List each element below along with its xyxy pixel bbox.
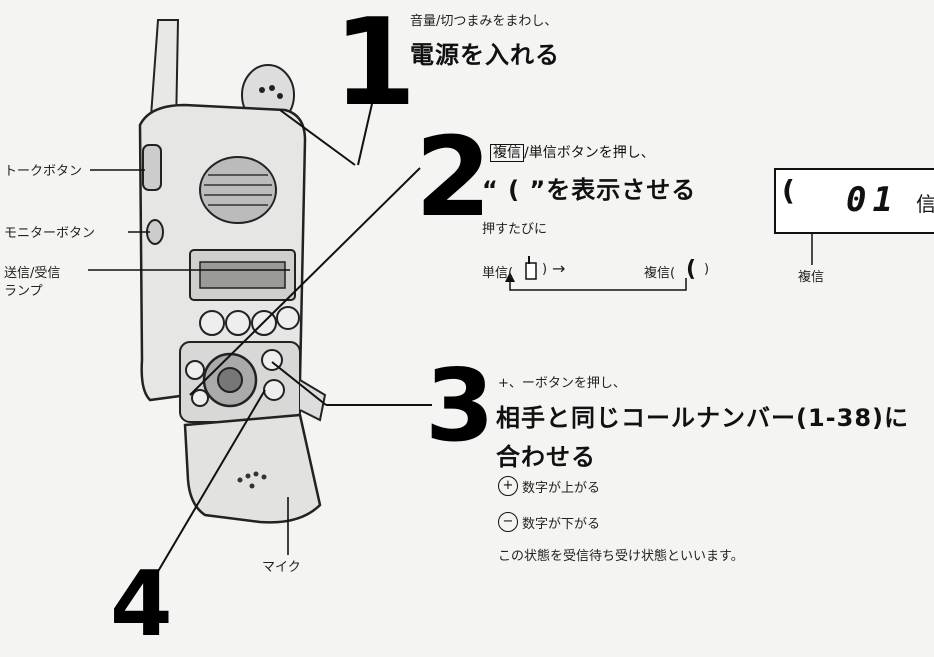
device-illustration <box>88 19 813 586</box>
step-3-line2: 相手と同じコールナンバー(1-38)に <box>496 404 909 432</box>
step-2-cycle-duplex-close: ) <box>704 262 710 277</box>
channel-digits: 01 <box>846 180 899 220</box>
step-1-line1: 音量/切つまみをまわし、 <box>410 14 558 29</box>
step-3-line1: +、ーボタンを押し、 <box>498 376 626 391</box>
tx-rx-lamp-label-line1: 送信/受信 <box>4 266 61 281</box>
step-2-cycle-arrow: → <box>552 259 566 278</box>
minus-icon: − <box>498 512 518 532</box>
step-2-line1: 複信/単信ボタンを押し、 <box>490 142 655 162</box>
display-caption: 複信 <box>798 270 825 285</box>
minus-description: 数字が下がる <box>522 517 601 532</box>
step-2-cycle-simplex-close: ) <box>542 262 548 277</box>
phone-handset-icon: ( <box>782 174 795 207</box>
step-3-line3: 合わせる <box>496 443 596 471</box>
step-2-cycle-caption: 押すたびに <box>482 222 548 237</box>
step-4-number: 4 <box>110 552 173 657</box>
duplex-button-label: 複信 <box>490 144 524 162</box>
step-2-number: 2 <box>415 113 492 241</box>
step-3-number: 3 <box>425 347 495 464</box>
step-2-line1-rest: /単信ボタンを押し、 <box>524 145 655 161</box>
phone-handset-icon: ( <box>686 257 697 282</box>
monitor-button-label: モニターボタン <box>4 226 96 241</box>
step-2-line2: “ ( ”を表示させる <box>482 176 697 204</box>
talk-button-label: トークボタン <box>4 164 83 179</box>
mic-label: マイク <box>262 560 301 575</box>
plus-description: 数字が上がる <box>522 481 601 496</box>
lcd-display: ( 01 信 <box>774 168 934 234</box>
plus-icon: + <box>498 476 518 496</box>
step-2-cycle-simplex: 単信( <box>482 266 514 281</box>
mode-indicator: 信 <box>916 192 934 216</box>
tx-rx-lamp-label-line2: ランプ <box>4 284 43 299</box>
step-1-number: 1 <box>333 0 417 133</box>
step-1-line2: 電源を入れる <box>410 41 560 69</box>
step-2-cycle-duplex: 複信( <box>644 266 676 281</box>
step-3-note: この状態を受信待ち受け状態といいます。 <box>498 549 744 564</box>
